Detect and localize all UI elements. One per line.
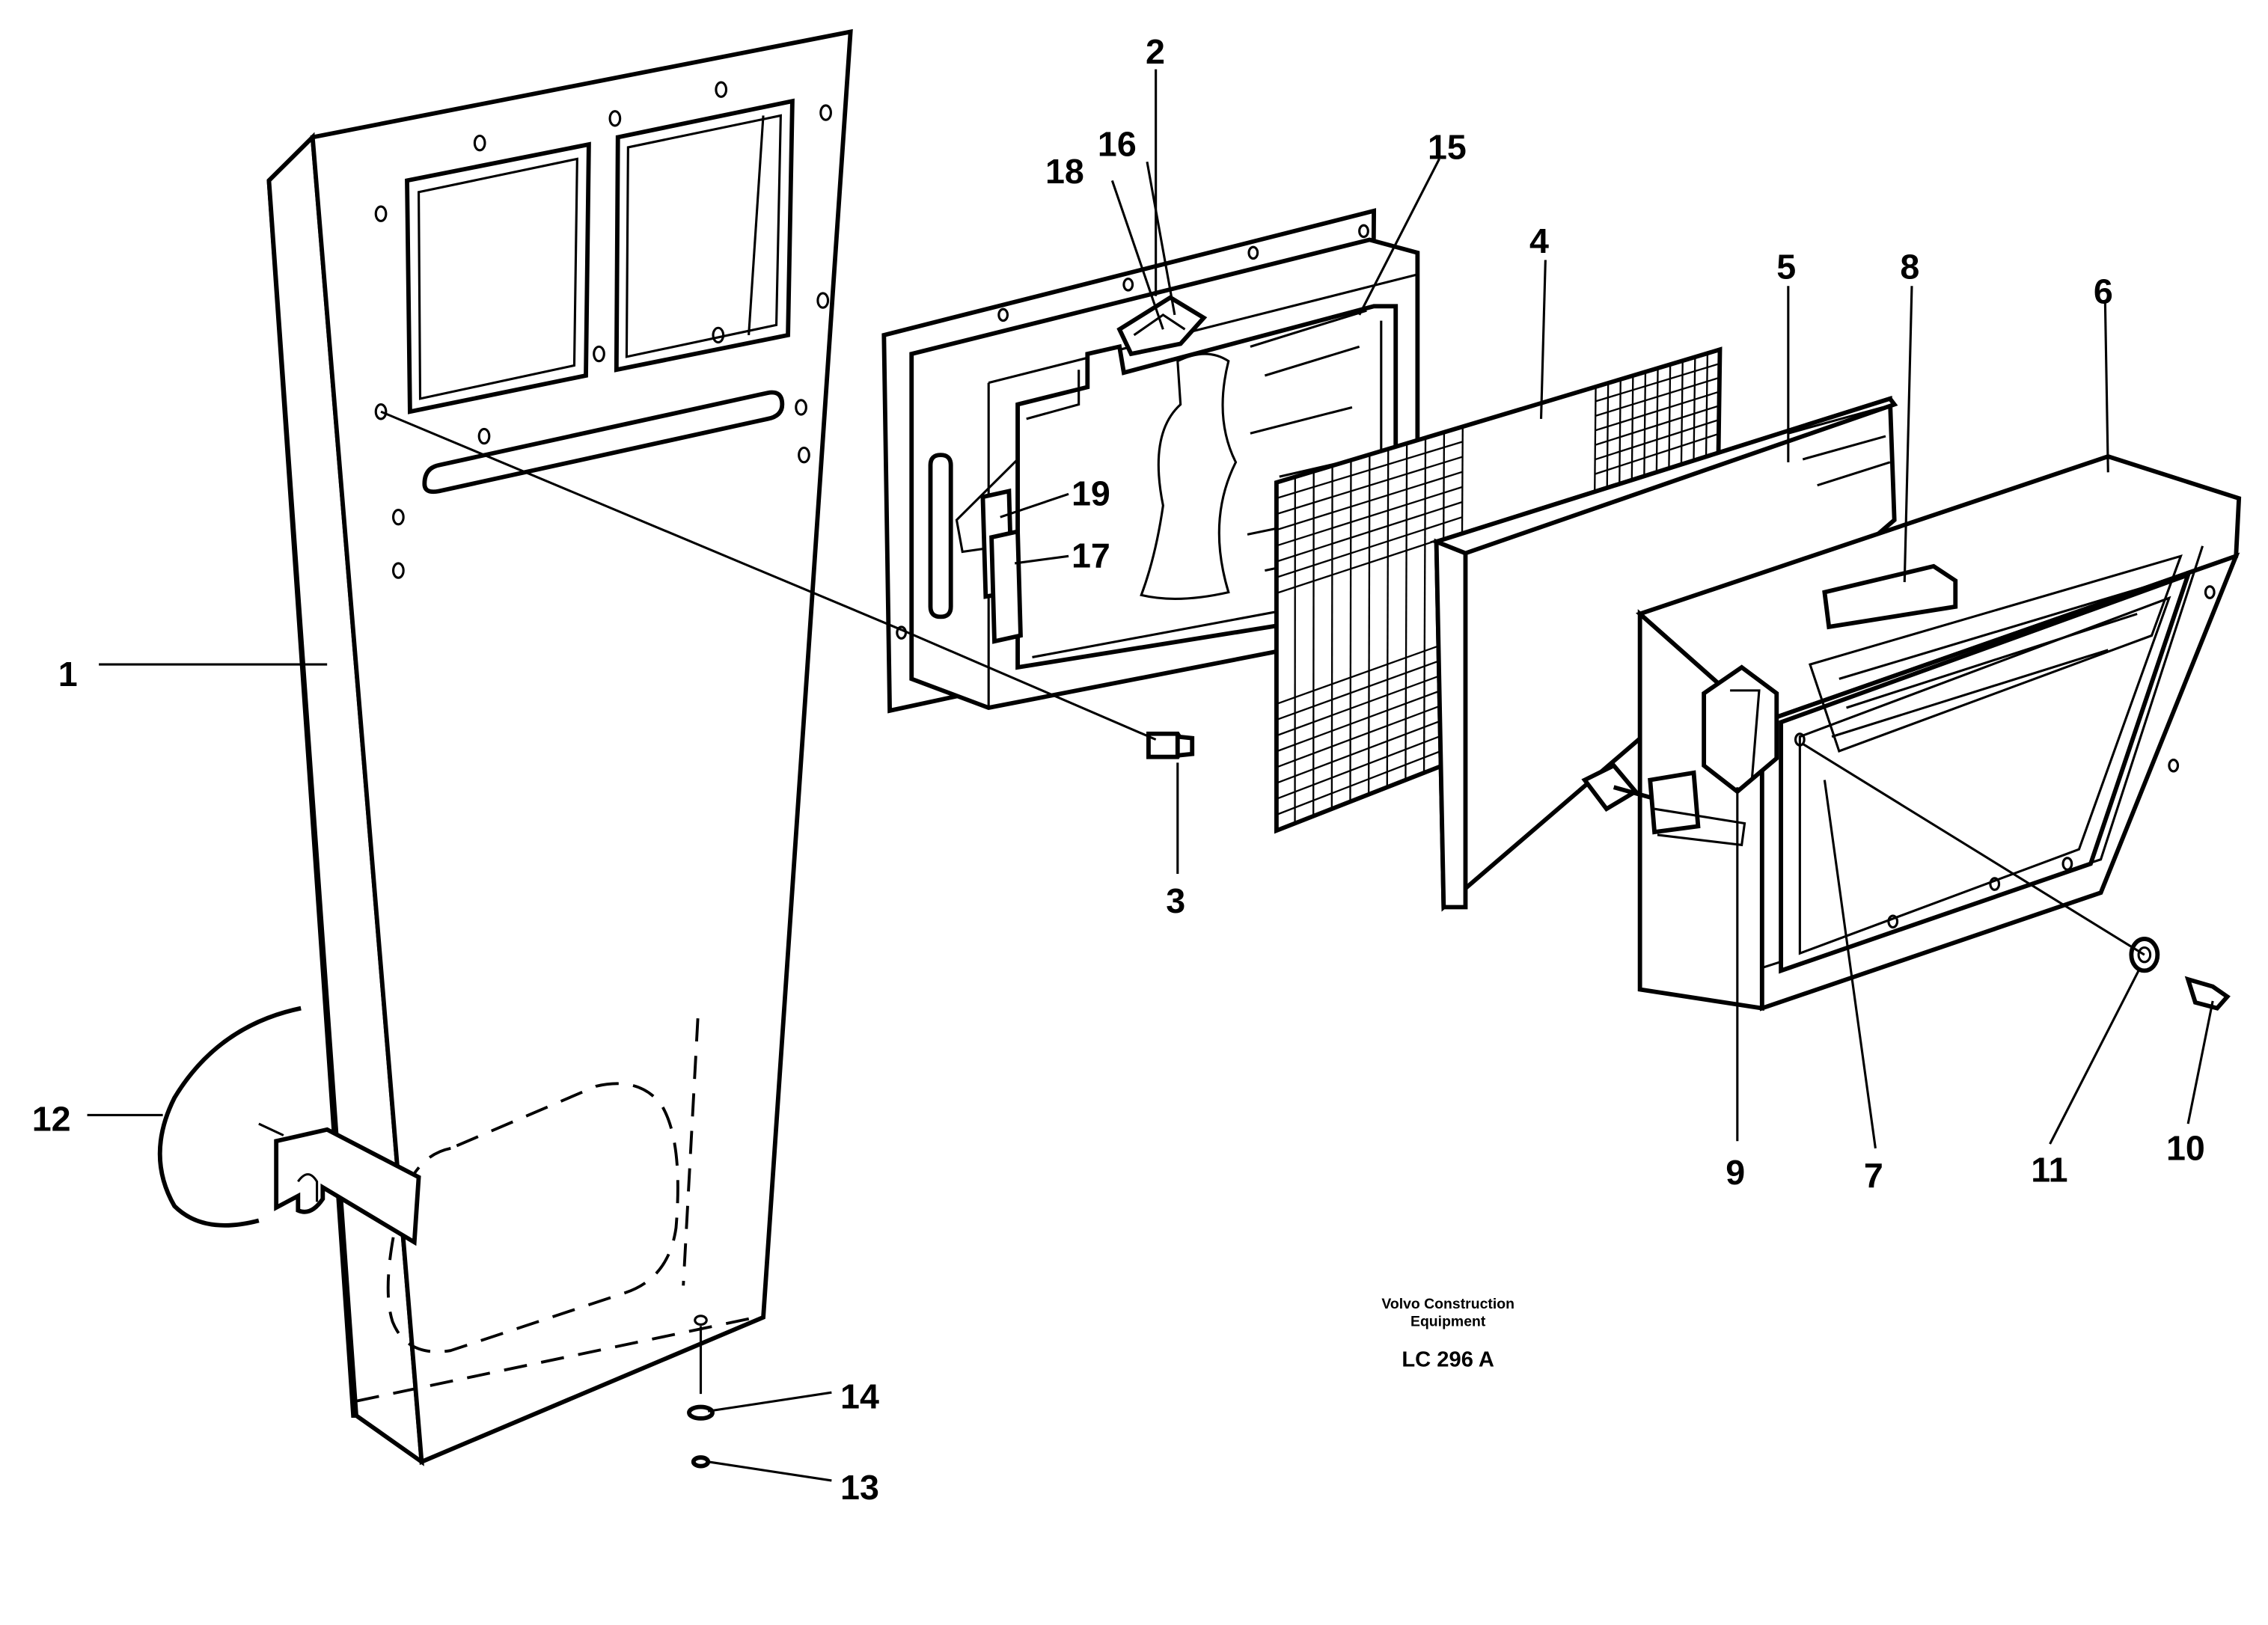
door-panel-bottom-hidden-edge	[355, 1315, 756, 1403]
door-panel	[266, 28, 853, 1466]
callout-11: 11	[2031, 1150, 2067, 1189]
retaining-wire	[157, 1006, 302, 1228]
mesh-grid-horizontal	[1276, 712, 1462, 784]
mesh-grid-horizontal	[1276, 637, 1462, 706]
callout-6: 6	[2094, 272, 2113, 311]
callout-15: 15	[1428, 128, 1467, 167]
mesh-grid-horizontal	[1595, 349, 1720, 388]
washer-14-icon	[687, 1404, 715, 1421]
callout-18: 18	[1045, 152, 1084, 191]
mesh-grid-horizontal	[1276, 757, 1461, 832]
callout-1: 1	[58, 655, 78, 694]
callout-17: 17	[1072, 536, 1110, 575]
callout-10: 10	[2166, 1128, 2205, 1167]
mesh-grid-horizontal	[1595, 432, 1720, 475]
door-holes	[374, 81, 832, 579]
mesh-grid-horizontal	[1276, 441, 1464, 500]
mesh-grid-horizontal	[1595, 419, 1720, 461]
mesh-grid-horizontal	[1276, 742, 1461, 816]
callout-labels: 1 2 3 4 5 6 7 8 9 10 11 12 13 14 15 16 1…	[32, 32, 2205, 1507]
glass-torn-edge	[1140, 352, 1238, 600]
mesh-grid-horizontal	[1276, 471, 1463, 531]
filter-housing	[1581, 454, 2242, 1012]
housing-latch-handle	[1648, 770, 1701, 835]
callout-19: 19	[1072, 474, 1110, 513]
mesh-grid-horizontal	[1276, 456, 1463, 515]
door-window-left	[405, 141, 591, 414]
mesh-grid-horizontal	[1276, 727, 1461, 800]
mesh-grid-vertical	[1330, 465, 1333, 810]
leader-lines	[87, 69, 2214, 1482]
mesh-grid-vertical	[1349, 459, 1352, 802]
caption-line-1: Volvo Construction	[1381, 1296, 1514, 1312]
door-panel-inner-hidden-edge	[682, 1018, 700, 1286]
frame-latch-slot	[928, 453, 953, 619]
mesh-grid-horizontal	[1276, 516, 1463, 578]
mesh-grid-vertical	[1386, 449, 1390, 788]
drawing-code: LC 296 A	[1402, 1347, 1494, 1371]
door-window-right	[614, 98, 795, 373]
diagram-caption: Volvo Construction Equipment LC 296 A	[1381, 1296, 1514, 1371]
callout-14: 14	[840, 1377, 879, 1416]
callout-7: 7	[1864, 1156, 1883, 1195]
latch-bracket	[157, 1006, 421, 1246]
mesh-grid-horizontal	[1276, 501, 1463, 563]
mesh-grid-horizontal	[1595, 362, 1720, 403]
mesh-grid-vertical	[1422, 438, 1427, 773]
housing-bracket	[1822, 563, 1958, 630]
screw-10-icon	[2184, 976, 2231, 1011]
callout-12: 12	[32, 1100, 71, 1139]
callout-8: 8	[1900, 248, 1919, 287]
callout-13: 13	[840, 1468, 879, 1507]
mesh-grid-horizontal	[1276, 426, 1464, 483]
mesh-grid-horizontal	[1276, 697, 1462, 768]
screw-13-icon	[691, 1455, 711, 1469]
callout-3: 3	[1166, 881, 1185, 920]
mesh-grid-horizontal	[1276, 682, 1462, 753]
mesh-grid-horizontal	[1595, 391, 1720, 432]
mesh-grid-horizontal	[1595, 376, 1720, 417]
callout-2: 2	[1146, 32, 1165, 71]
mesh-grid-horizontal	[1276, 667, 1462, 737]
caption-line-2: Equipment	[1410, 1313, 1486, 1329]
mesh-grid-horizontal	[1276, 652, 1462, 721]
housing-opening	[1779, 571, 2192, 974]
fasteners	[687, 731, 2231, 1469]
callout-5: 5	[1776, 248, 1796, 287]
mesh-grid-horizontal	[1276, 486, 1463, 547]
mesh-grid-vertical	[1404, 443, 1408, 780]
mesh-grid-horizontal	[1276, 531, 1463, 594]
callout-16: 16	[1098, 125, 1137, 164]
callout-4: 4	[1529, 221, 1549, 260]
latch-bracket-plate	[274, 1127, 421, 1246]
callout-9: 9	[1726, 1153, 1745, 1192]
mesh-grid-horizontal	[1595, 405, 1720, 446]
